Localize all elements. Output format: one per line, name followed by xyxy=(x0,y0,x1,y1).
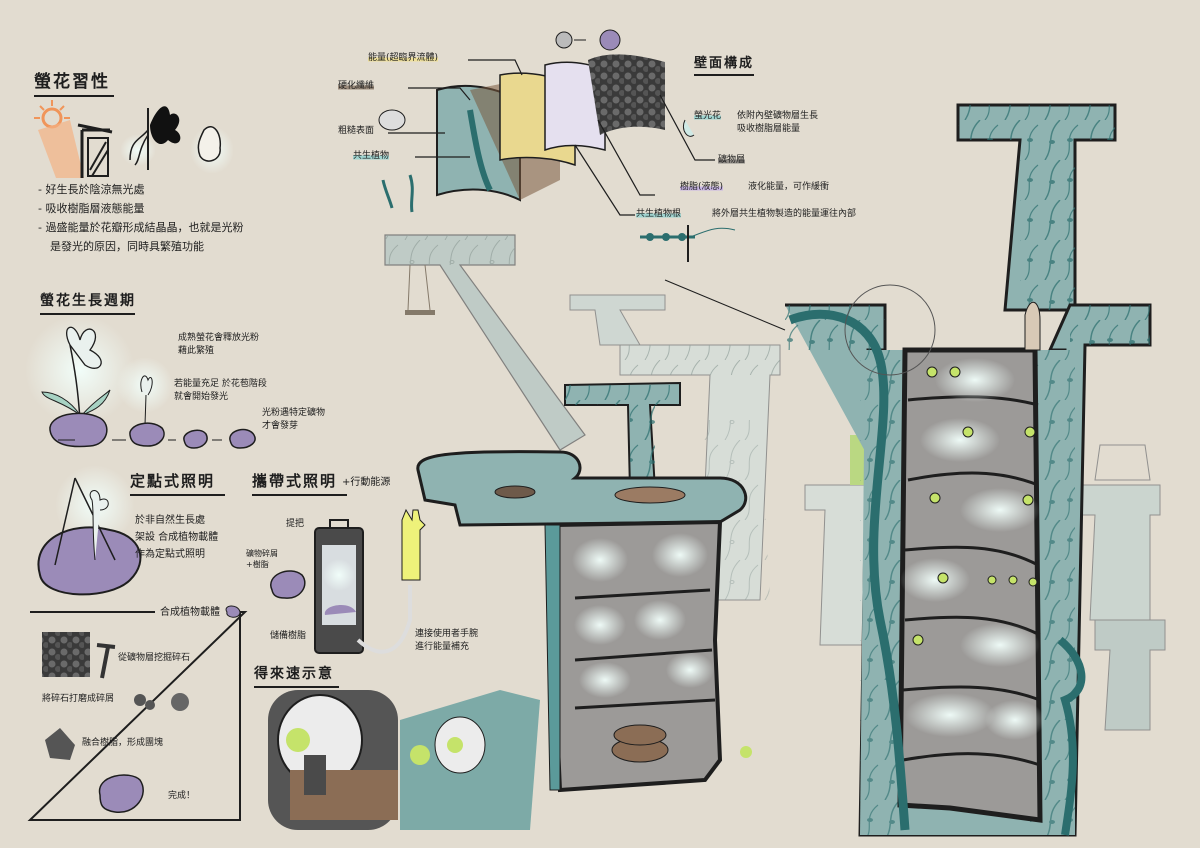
label-fiber: 硬化纖維 xyxy=(338,81,375,91)
root-label: 共生植物根 xyxy=(636,209,682,219)
carrier-step: 完成！ xyxy=(168,791,196,801)
cycle-note-line: 就會開始發光 xyxy=(174,392,229,402)
cycle-note-bud: 若能量充足 於花苞階段 就會開始發光 xyxy=(174,378,267,404)
fixed-light-title: 定點式照明 xyxy=(130,470,225,496)
flower-seed-icon xyxy=(190,126,234,174)
fixed-light-desc: 於非自然生長處 架設 合成植物載體 作為定點式照明 xyxy=(135,512,218,563)
root-flow-icon xyxy=(640,225,736,262)
portable-light-title: 攜帶式照明 xyxy=(252,470,347,496)
label-energy: 能量(超臨界流體) xyxy=(368,53,439,63)
cycle-note-line: 成熟螢花會釋放光粉 xyxy=(178,333,260,343)
label-epiphyte: 共生植物 xyxy=(353,151,390,161)
wrist-label: 連接使用者手腕 進行能量補充 xyxy=(415,628,478,654)
resin-label: 樹脂(液態) xyxy=(680,182,724,192)
main-tree-cutaway xyxy=(785,103,1152,837)
fixed-light-line: 架設 合成植物載體 xyxy=(135,532,219,543)
usage-title: 得來速示意 xyxy=(254,663,339,688)
cycle-note-mature: 成熟螢花會釋放光粉 藉此繁殖 xyxy=(178,332,259,358)
carrier-step: 將碎石打磨成碎屑 xyxy=(42,694,115,704)
habit-point: - 吸收樹脂層液態能量 xyxy=(38,202,145,215)
fixed-light-line: 於非自然生長處 xyxy=(135,515,205,526)
ore-label: 礦物碎屑 +樹脂 xyxy=(246,548,278,570)
sun-icon xyxy=(34,100,84,178)
flower-label: 螢光花 xyxy=(694,111,722,121)
habit-point: 是發光的原因，同時具繁殖功能 xyxy=(50,240,204,253)
portable-lantern-illustration xyxy=(270,508,426,654)
ore-label-line: 礦物碎屑 xyxy=(246,549,278,558)
handle-label: 提把 xyxy=(286,519,305,529)
cycle-note-line: 藉此繁殖 xyxy=(178,346,215,356)
cycle-note-line: 才會發芽 xyxy=(262,421,299,431)
shade-roof-icon xyxy=(77,123,113,178)
drive-through-scene xyxy=(268,690,540,830)
portable-light-subtitle: +行動能源 xyxy=(342,477,391,488)
label-rough: 粗糙表面 xyxy=(338,126,375,136)
roots-water-icon xyxy=(120,106,181,170)
habit-point: - 好生長於陰涼無光處 xyxy=(38,183,145,196)
habit-title: 螢花習性 xyxy=(34,67,114,97)
flower-desc: 依附內壁礦物層生長 吸收樹脂層能量 xyxy=(737,110,818,136)
ore-label-line: +樹脂 xyxy=(246,560,269,569)
carrier-process-illustration xyxy=(27,605,248,821)
wrist-label-line: 進行能量補充 xyxy=(415,642,470,652)
habit-point: - 過盛能量於花瓣形成結晶晶，也就是光粉 xyxy=(38,221,244,234)
flower-desc-line: 吸收樹脂層能量 xyxy=(737,124,801,134)
flower-desc-line: 依附內壁礦物層生長 xyxy=(737,111,819,121)
habit-icons xyxy=(34,100,234,178)
habit-notes: - 好生長於陰涼無光處 - 吸收樹脂層液態能量 - 過盛能量於花瓣形成結晶晶，也… xyxy=(38,180,243,256)
cycle-note-spore: 光粉遇特定礦物 才會發芽 xyxy=(262,407,325,433)
cycle-title: 螢花生長週期 xyxy=(40,290,135,315)
carrier-title: 合成植物載體 xyxy=(160,607,220,618)
cycle-note-line: 若能量充足 於花苞階段 xyxy=(174,379,267,389)
fixed-light-line: 作為定點式照明 xyxy=(135,549,205,560)
storage-resin-label: 儲備樹脂 xyxy=(270,631,307,641)
middle-tree-cutaway xyxy=(416,381,752,793)
wrist-label-line: 連接使用者手腕 xyxy=(415,629,479,639)
growth-cycle-illustration xyxy=(25,315,256,449)
wall-layers-diagram xyxy=(378,29,786,331)
fixed-light-illustration xyxy=(37,465,142,596)
carrier-step: 融合樹脂，形成團塊 xyxy=(82,738,164,748)
wall-title: 壁面構成 xyxy=(694,52,754,76)
root-desc: 將外層共生植物製造的能量運往內部 xyxy=(712,209,857,219)
resin-desc: 液化能量，可作緩衝 xyxy=(748,182,830,192)
mineral-label: 礦物層 xyxy=(718,155,746,165)
cycle-note-line: 光粉遇特定礦物 xyxy=(262,408,326,418)
carrier-step: 從礦物層挖掘碎石 xyxy=(118,653,191,663)
